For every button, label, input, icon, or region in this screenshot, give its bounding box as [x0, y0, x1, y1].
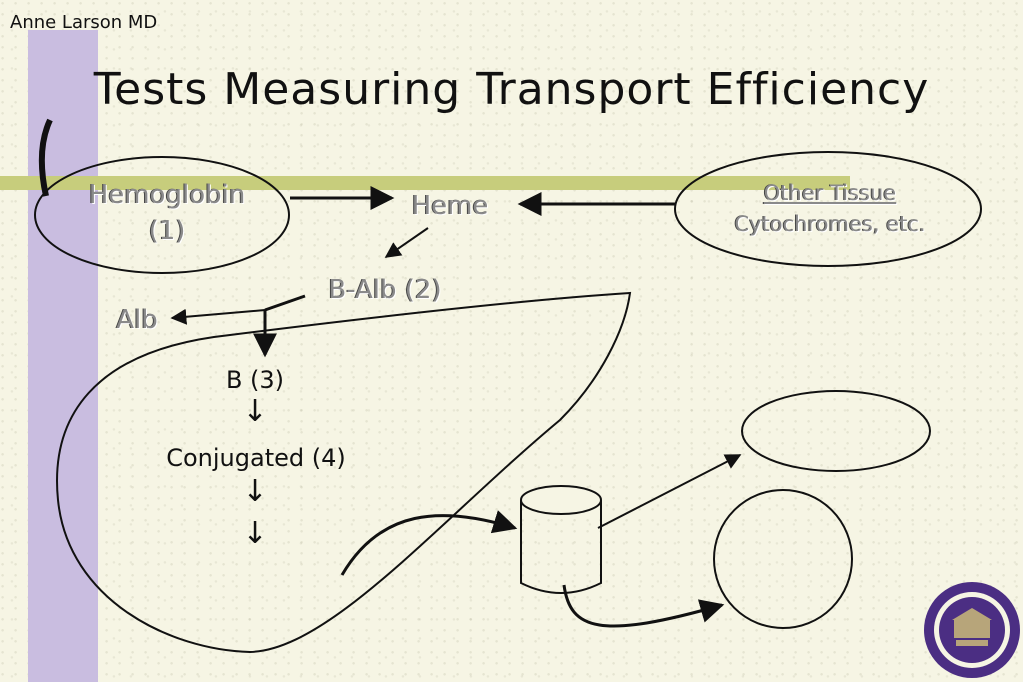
- other-tissue-subtitle: Cytochromes, etc.: [734, 212, 926, 236]
- liver-outline: [56, 291, 632, 654]
- hemoglobin-number-label: (1): [148, 216, 186, 246]
- down-arrow-3: ↓: [242, 516, 268, 551]
- university-seal: [924, 582, 1020, 678]
- balb-stem: [264, 294, 306, 312]
- arrow-to-alb: [170, 308, 266, 325]
- right-circle: [713, 489, 853, 629]
- heme-label: Heme: [411, 191, 489, 221]
- decorative-horizontal-stripe: [0, 176, 850, 190]
- arrow-cylinder-to-circle: [562, 584, 725, 628]
- balb-label: B-Alb (2): [328, 275, 442, 305]
- cylinder-body: [520, 500, 602, 594]
- arrow-liver-to-cylinder: [340, 510, 518, 576]
- arrow-cylinder-to-ellipse: [597, 454, 742, 529]
- other-tissue-ellipse: [674, 151, 982, 267]
- alb-label: Alb: [116, 305, 158, 335]
- slide-title: Tests Measuring Transport Efficiency: [93, 64, 930, 115]
- conjugated-label: Conjugated (4): [166, 444, 346, 472]
- other-tissue-title: Other Tissue: [763, 181, 897, 205]
- author-label: Anne Larson MD: [10, 12, 158, 33]
- bracket-mark: [38, 118, 53, 197]
- b3-label: B (3): [225, 366, 285, 394]
- down-arrow-1: ↓: [242, 394, 268, 429]
- hemoglobin-label: Hemoglobin: [88, 180, 246, 210]
- right-ellipse: [741, 390, 931, 472]
- arrow-heme-to-balb: [384, 227, 429, 258]
- cylinder-top: [520, 485, 602, 515]
- hemoglobin-ellipse: [34, 156, 290, 274]
- down-arrow-2: ↓: [242, 474, 268, 509]
